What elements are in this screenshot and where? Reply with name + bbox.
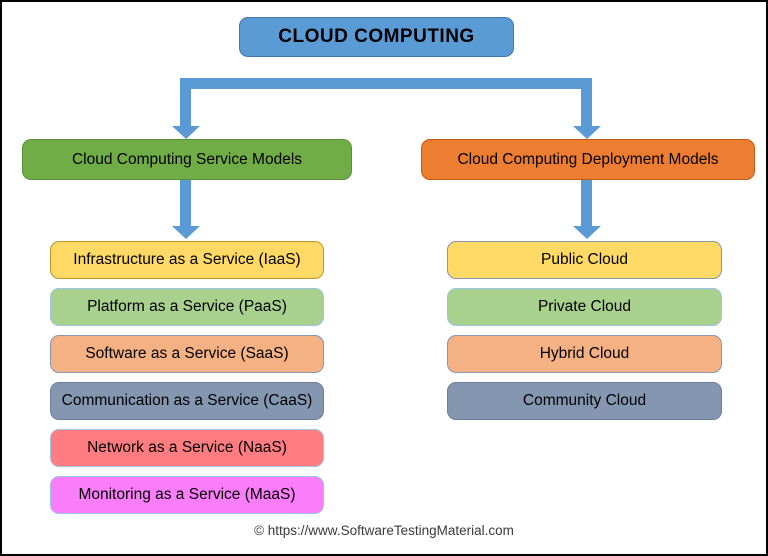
arrow-down-icon — [172, 226, 200, 239]
connector-service-models-arm — [180, 180, 191, 227]
node-iaas: Infrastructure as a Service (IaaS) — [50, 241, 324, 279]
arrow-down-icon — [172, 126, 200, 139]
connector-left-arm — [180, 89, 191, 127]
node-saas: Software as a Service (SaaS) — [50, 335, 324, 373]
root-node-cloud-computing: CLOUD COMPUTING — [239, 17, 514, 57]
connector-horizontal-bar — [180, 78, 592, 89]
node-caas: Communication as a Service (CaaS) — [50, 382, 324, 420]
node-naas: Network as a Service (NaaS) — [50, 429, 324, 467]
arrow-down-icon — [573, 126, 601, 139]
node-maas: Monitoring as a Service (MaaS) — [50, 476, 324, 514]
branch-service-models: Cloud Computing Service Models — [22, 139, 352, 180]
connector-deployment-models-arm — [581, 180, 592, 227]
branch-deployment-models: Cloud Computing Deployment Models — [421, 139, 755, 180]
node-community-cloud: Community Cloud — [447, 382, 722, 420]
node-private-cloud: Private Cloud — [447, 288, 722, 326]
node-public-cloud: Public Cloud — [447, 241, 722, 279]
copyright-attribution: © https://www.SoftwareTestingMaterial.co… — [254, 523, 514, 538]
connector-right-arm — [581, 89, 592, 127]
arrow-down-icon — [573, 226, 601, 239]
node-hybrid-cloud: Hybrid Cloud — [447, 335, 722, 373]
node-paas: Platform as a Service (PaaS) — [50, 288, 324, 326]
